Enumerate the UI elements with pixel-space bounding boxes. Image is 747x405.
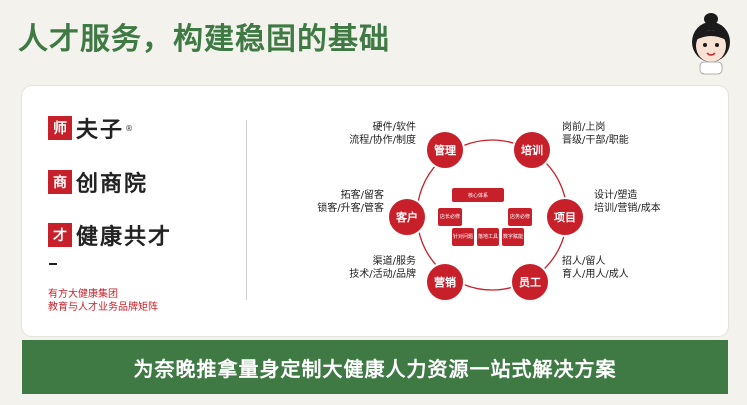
brand-name: 创商院 — [76, 171, 149, 197]
brand-seal-icon: 才 — [48, 223, 72, 247]
center-left-label: 店长必修 — [440, 213, 460, 220]
node-guanli — [425, 130, 465, 170]
content-card — [22, 86, 728, 336]
brand-fuzi: 师 夫子 ® — [48, 112, 133, 144]
node-yuangong — [510, 262, 550, 302]
center-core-label: 核心体系 — [468, 192, 488, 199]
desc-xiangmu: 设计/塑造培训/营销/成本 — [594, 190, 661, 214]
brand-seal-icon: 师 — [48, 116, 72, 140]
center-bottom3-label: 数字赋能 — [503, 233, 523, 240]
center-blocks — [438, 188, 532, 246]
node-guanli-label: 管理 — [434, 143, 456, 157]
vertical-divider — [246, 120, 247, 300]
brand-chuangshangyuan: 商 创商院 — [48, 166, 148, 198]
divider-dash — [49, 263, 57, 265]
node-xiangmu-label: 项目 — [554, 211, 576, 224]
brand-name: 夫子 — [76, 117, 125, 143]
brand-name: 健康共才 — [76, 224, 173, 250]
node-yuangong-label: 员工 — [519, 276, 541, 289]
group-caption-line2: 教育与人才业务品牌矩阵 — [48, 302, 158, 313]
mascot-avatar — [692, 13, 730, 75]
page-title: 人才服务，构建稳固的基础 — [18, 22, 390, 57]
desc-yuangong: 招人/留人育人/用人/成人 — [562, 256, 629, 280]
node-kehu-label: 客户 — [395, 210, 418, 224]
node-xiangmu — [545, 197, 585, 237]
desc-kehu: 拓客/留客锁客/升客/管客 — [317, 190, 384, 214]
node-yingxiao-label: 营销 — [434, 275, 456, 289]
group-caption-line1: 有方大健康集团 — [48, 289, 118, 300]
registered-mark: ® — [125, 123, 134, 133]
brand-jiankanggongcai: 才 健康共才 — [48, 219, 172, 251]
node-kehu — [387, 197, 427, 237]
brand-seal-icon: 商 — [48, 170, 72, 194]
node-peixun — [512, 130, 552, 170]
node-peixun-label: 培训 — [521, 143, 543, 157]
center-right-label: 店务必修 — [510, 213, 530, 220]
center-bottom1-label: 针对问题 — [453, 233, 473, 240]
solution-banner: 为奈晚推拿量身定制大健康人力资源一站式解决方案 — [22, 340, 728, 394]
desc-yingxiao: 渠道/服务技术/活动/品牌 — [349, 256, 416, 280]
node-yingxiao — [425, 262, 465, 302]
center-bottom2-label: 落地工具 — [478, 233, 498, 240]
desc-guanli: 硬件/软件流程/协作/制度 — [349, 122, 416, 146]
desc-peixun: 岗前/上岗晋级/干部/职能 — [562, 122, 629, 146]
